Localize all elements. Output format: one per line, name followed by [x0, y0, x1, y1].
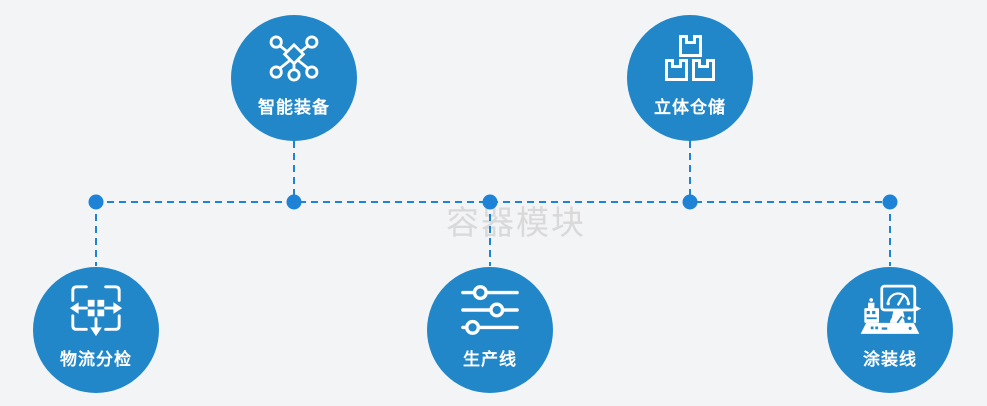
junction-dot	[286, 194, 302, 210]
dispatch-arrows-icon	[67, 284, 125, 337]
node-production-line[interactable]: 生产线	[427, 267, 553, 393]
node-label: 智能装备	[258, 98, 330, 117]
sliders-icon	[460, 284, 520, 336]
network-nodes-icon	[264, 32, 324, 84]
control-console-icon	[857, 284, 923, 336]
junction-dot	[682, 194, 698, 210]
node-smart-equipment[interactable]: 智能装备	[231, 15, 357, 141]
node-label: 生产线	[463, 350, 517, 369]
node-label: 立体仓储	[654, 98, 726, 117]
node-label: 物流分检	[60, 350, 132, 369]
stacked-boxes-icon	[663, 32, 717, 84]
node-logistics-sorting[interactable]: 物流分检	[33, 267, 159, 393]
node-stereoscopic-warehouse[interactable]: 立体仓储	[627, 15, 753, 141]
junction-dot	[882, 194, 898, 210]
node-painting-line[interactable]: 涂装线	[827, 267, 953, 393]
watermark-text: 容器模块	[446, 204, 586, 241]
junction-dot	[88, 194, 104, 210]
node-label: 涂装线	[863, 350, 917, 369]
